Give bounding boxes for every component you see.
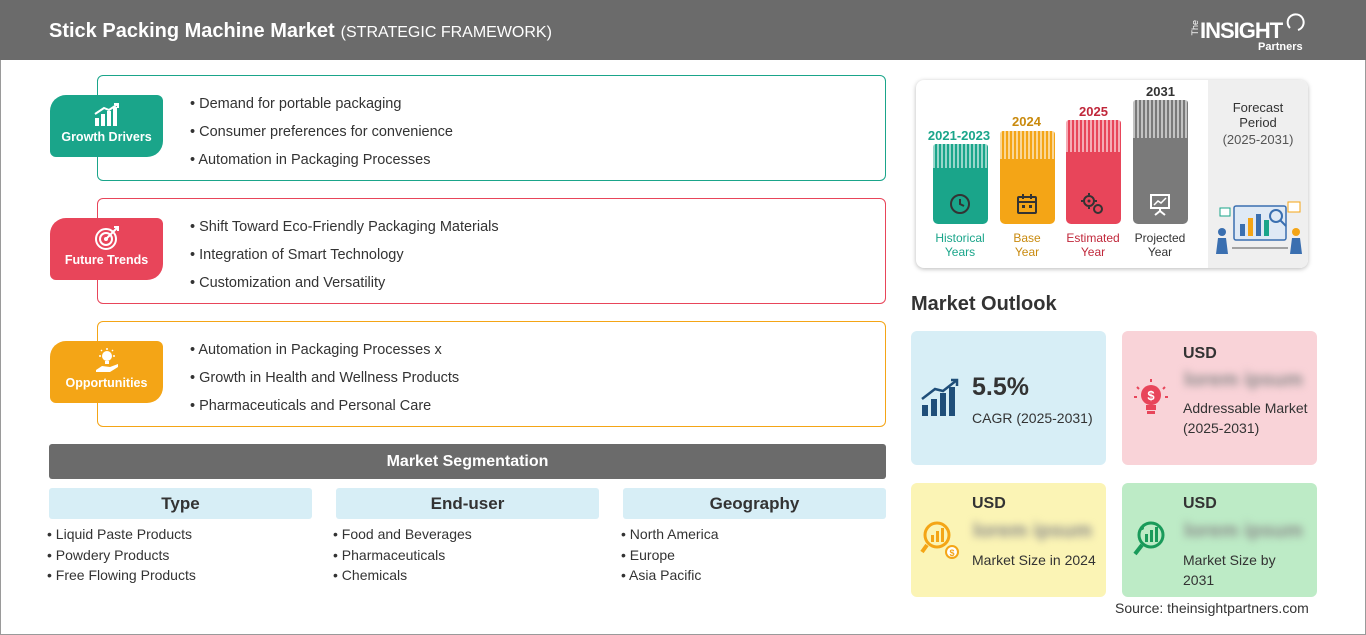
- lightbulb-dollar-icon: $: [1134, 379, 1168, 414]
- opportunities-list: Automation in Packaging Processes x Grow…: [190, 340, 459, 424]
- segment-head-type: Type: [49, 488, 312, 519]
- list-item: Growth in Health and Wellness Products: [190, 368, 459, 396]
- segment-head-geography: Geography: [623, 488, 886, 519]
- addressable-market-card: $ USD lorem ipsum Addressable Market (20…: [1122, 331, 1317, 465]
- growth-drivers-list: Demand for portable packaging Consumer p…: [190, 94, 453, 178]
- logo-arc-icon: [1286, 13, 1305, 31]
- insight-partners-logo: The INSIGHT Partners: [1190, 10, 1310, 54]
- svg-text:$: $: [1147, 388, 1155, 403]
- page-title: Stick Packing Machine Market(STRATEGIC F…: [49, 20, 552, 42]
- market-outlook-title: Market Outlook: [911, 293, 1057, 315]
- market-size-2024-value: lorem ipsum: [973, 520, 1092, 542]
- timeline-bar-base: [1000, 131, 1055, 224]
- presentation-icon: [1150, 194, 1170, 216]
- list-item: North America: [621, 526, 719, 547]
- addressable-label: Addressable Market (2025-2031): [1183, 400, 1308, 436]
- header-bar: Stick Packing Machine Market(STRATEGIC F…: [0, 0, 1366, 60]
- magnifier-bars-icon: [1133, 521, 1165, 556]
- list-item: Pharmaceuticals and Personal Care: [190, 396, 459, 424]
- list-item: Demand for portable packaging: [190, 94, 453, 122]
- list-item: Liquid Paste Products: [47, 526, 196, 547]
- market-size-2024-card: $ USD lorem ipsum Market Size in 2024: [911, 483, 1106, 597]
- list-item: Chemicals: [333, 567, 472, 588]
- segment-list-type: Liquid Paste Products Powdery Products F…: [47, 526, 196, 588]
- future-trends-badge: Future Trends: [50, 218, 163, 280]
- list-item: Consumer preferences for convenience: [190, 122, 453, 150]
- market-segmentation-title: Market Segmentation: [49, 444, 886, 479]
- badge-label: Future Trends: [64, 253, 149, 267]
- list-item: Food and Beverages: [333, 526, 472, 547]
- list-item: Free Flowing Products: [47, 567, 196, 588]
- page-subtitle: (STRATEGIC FRAMEWORK): [340, 24, 552, 41]
- list-item: Customization and Versatility: [190, 273, 499, 301]
- usd-label: USD: [1183, 345, 1217, 362]
- clock-icon: [950, 194, 970, 214]
- growth-chart-icon: [921, 378, 959, 416]
- cagr-value: 5.5%: [972, 373, 1029, 401]
- timeline-bar-estimated: [1066, 120, 1121, 224]
- calendar-icon: [1017, 194, 1037, 214]
- cagr-card: 5.5% CAGR (2025-2031): [911, 331, 1106, 465]
- list-item: Asia Pacific: [621, 567, 719, 588]
- source-credit: Source: theinsightpartners.com: [1115, 600, 1309, 616]
- future-trends-list: Shift Toward Eco-Friendly Packaging Mate…: [190, 217, 499, 301]
- usd-label: USD: [972, 495, 1006, 512]
- timeline-year: 2031: [1146, 84, 1175, 99]
- addressable-value: lorem ipsum: [1184, 369, 1303, 391]
- segment-list-geography: North America Europe Asia Pacific: [621, 526, 719, 588]
- list-item: Shift Toward Eco-Friendly Packaging Mate…: [190, 217, 499, 245]
- market-size-2031-card: USD lorem ipsum Market Size by 2031: [1122, 483, 1317, 597]
- list-item: Automation in Packaging Processes: [190, 150, 453, 178]
- list-item: Europe: [621, 547, 719, 568]
- timeline-year: 2021-2023: [927, 128, 991, 143]
- market-size-2031-label: Market Size by 2031: [1183, 552, 1276, 588]
- segment-head-end-user: End-user: [336, 488, 599, 519]
- timeline-year: 2025: [1079, 104, 1108, 119]
- opportunities-box: Automation in Packaging Processes x Grow…: [97, 321, 886, 427]
- market-size-2024-label: Market Size in 2024: [972, 552, 1096, 568]
- badge-label: Opportunities: [65, 376, 148, 390]
- cagr-label: CAGR (2025-2031): [972, 410, 1093, 426]
- forecast-range: (2025-2031): [1222, 132, 1294, 147]
- list-item: Pharmaceuticals: [333, 547, 472, 568]
- growth-drivers-badge: Growth Drivers: [50, 95, 163, 157]
- target-icon: [94, 226, 119, 250]
- list-item: Automation in Packaging Processes x: [190, 340, 459, 368]
- svg-text:$: $: [949, 548, 954, 558]
- segment-list-end-user: Food and Beverages Pharmaceuticals Chemi…: [333, 526, 472, 588]
- growth-drivers-box: Demand for portable packaging Consumer p…: [97, 75, 886, 181]
- timeline-bar-historical: [933, 144, 988, 224]
- future-trends-box: Shift Toward Eco-Friendly Packaging Mate…: [97, 198, 886, 304]
- timeline-year: 2024: [1012, 114, 1041, 129]
- analytics-people-icon: [1216, 201, 1302, 254]
- opportunities-badge: Opportunities: [50, 341, 163, 403]
- gears-icon: [1081, 193, 1103, 214]
- usd-label: USD: [1183, 495, 1217, 512]
- list-item: Integration of Smart Technology: [190, 245, 499, 273]
- magnifier-chart-icon: $: [920, 521, 959, 559]
- badge-label: Growth Drivers: [61, 130, 152, 144]
- growth-chart-icon: [93, 103, 119, 126]
- list-item: Powdery Products: [47, 547, 196, 568]
- market-size-2031-value: lorem ipsum: [1184, 520, 1303, 542]
- lightbulb-hand-icon: [95, 348, 118, 372]
